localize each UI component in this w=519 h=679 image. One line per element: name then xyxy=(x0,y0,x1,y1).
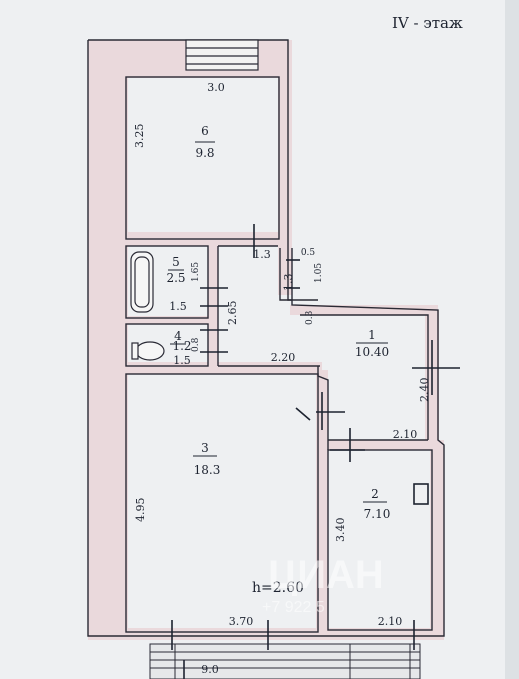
wall-outlines xyxy=(87,39,445,637)
door-marks xyxy=(171,224,460,679)
dim-closet-height: 1.05 xyxy=(314,263,324,283)
dim-room1-height: 2.40 xyxy=(418,378,431,403)
dim-closet-side: 1.3 xyxy=(282,274,295,292)
room-1-area: 10.40 xyxy=(355,345,389,359)
paper-edge xyxy=(505,0,519,679)
room-2-number: 2 xyxy=(371,487,379,501)
dim-wc-height: 0.8 xyxy=(191,337,201,352)
room-5-area: 2.5 xyxy=(166,271,185,285)
room-1-number: 1 xyxy=(368,328,376,342)
room-labels: 6 9.8 5 2.5 4 1.2 1 10.40 3 18.3 2 7.10 xyxy=(166,124,390,521)
dimension-labels: 3.0 3.25 1.3 0.5 1.05 1.3 1.65 1.5 0.8 1… xyxy=(133,81,431,676)
dim-wc-width: 1.5 xyxy=(173,354,191,367)
dim-hall-top: 1.3 xyxy=(253,248,271,261)
dim-room3-bottom: 3.70 xyxy=(229,615,254,628)
room-5-number: 5 xyxy=(172,255,180,269)
ceiling-height: h=2.60 xyxy=(252,580,304,596)
dim-room2-height: 3.40 xyxy=(334,518,347,543)
dim-bath-height: 1.65 xyxy=(191,262,201,282)
room-3-area: 18.3 xyxy=(194,463,221,477)
dim-bottom-overall: 9.0 xyxy=(201,663,219,676)
watermark: ЦИАН +7 922 5 xyxy=(262,553,384,616)
dim-corridor-width: 2.20 xyxy=(271,351,296,364)
dim-corridor-height: 2.65 xyxy=(226,301,239,326)
toilet-icon xyxy=(131,341,165,361)
room-6-number: 6 xyxy=(201,124,209,138)
radiator-icon xyxy=(413,483,429,505)
bottom-balcony xyxy=(149,643,421,679)
floor-label: IV - этаж xyxy=(392,14,463,32)
bathtub-icon xyxy=(130,251,154,313)
dim-room3-height: 4.95 xyxy=(134,498,147,523)
room-3-number: 3 xyxy=(201,441,209,455)
room-6-area: 9.8 xyxy=(195,146,214,160)
room-2-area: 7.10 xyxy=(364,507,391,521)
dim-closet-width: 0.5 xyxy=(301,248,316,258)
dim-room6-height: 3.25 xyxy=(133,124,146,149)
dim-room2-top: 2.10 xyxy=(393,428,418,441)
watermark-logo: ЦИАН xyxy=(268,553,384,597)
dim-room6-width: 3.0 xyxy=(207,81,225,94)
top-window xyxy=(185,39,259,71)
watermark-id: +7 922 5 xyxy=(262,599,325,616)
dim-bath-width: 1.5 xyxy=(169,300,187,313)
dim-room2-bottom: 2.10 xyxy=(378,615,403,628)
dim-corridor-gap: 0.3 xyxy=(305,310,315,325)
room-4-number-visible: 4 xyxy=(174,329,182,343)
room-4-area: 1.2 xyxy=(172,339,191,353)
